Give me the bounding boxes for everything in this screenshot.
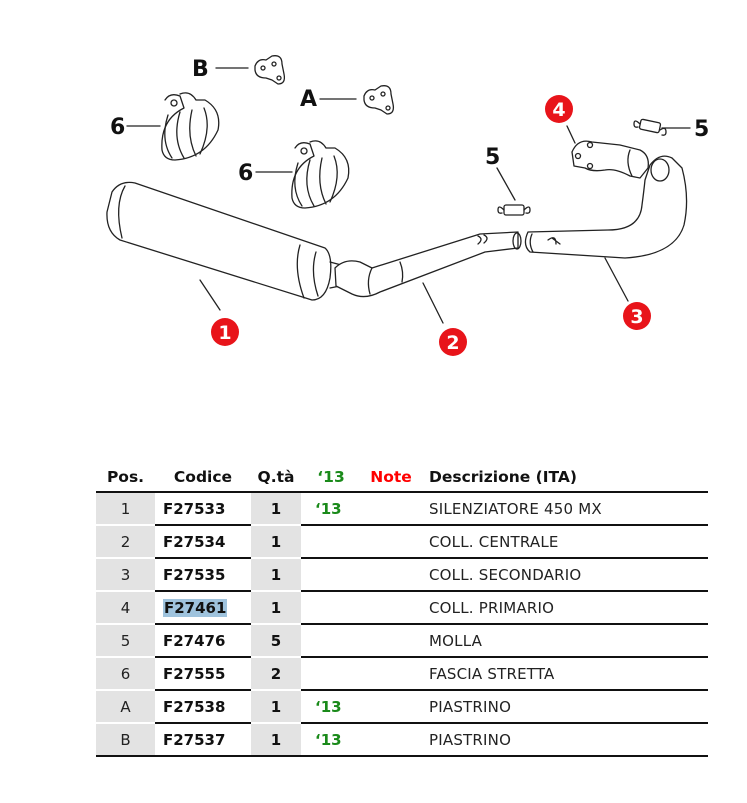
- table-row: 6 F27555 2 FASCIA STRETTA: [96, 657, 708, 691]
- svg-text:1: 1: [218, 322, 231, 344]
- leader-line-5-center: [496, 167, 516, 201]
- primary-pipe-drawing: [571, 140, 649, 179]
- secondary-pipe-drawing: [524, 155, 688, 259]
- leader-line-1: [199, 279, 221, 311]
- central-pipe-drawing: [334, 231, 522, 298]
- table-row: 3 F27535 1 COLL. SECONDARIO: [96, 558, 708, 592]
- cell-qty: 2: [251, 657, 301, 691]
- cell-year: ‘13: [301, 690, 361, 724]
- cell-pos: A: [96, 690, 155, 724]
- table-row: 2 F27534 1 COLL. CENTRALE: [96, 525, 708, 559]
- header-qty: Q.tà: [251, 462, 301, 493]
- cell-pos: 6: [96, 657, 155, 691]
- exhaust-exploded-diagram: B A 6 6 5 5 4 1 2 3: [106, 55, 709, 356]
- callout-1: 1: [211, 318, 239, 346]
- callout-a: A: [300, 87, 317, 112]
- cell-note: [361, 525, 421, 559]
- cell-year: [301, 624, 361, 658]
- clamp-drawing-middle: [291, 140, 350, 209]
- cell-code[interactable]: F27535: [155, 558, 251, 592]
- cell-code[interactable]: F27538: [155, 690, 251, 724]
- cell-year: [301, 657, 361, 691]
- cell-pos: 5: [96, 624, 155, 658]
- leader-line-2: [422, 282, 444, 324]
- cell-qty: 1: [251, 558, 301, 592]
- callout-6-middle: 6: [238, 161, 253, 186]
- header-code: Codice: [155, 462, 251, 493]
- table-row: 1 F27533 1 ‘13 SILENZIATORE 450 MX: [96, 492, 708, 526]
- callout-2: 2: [439, 328, 467, 356]
- cell-code[interactable]: F27476: [155, 624, 251, 658]
- cell-code[interactable]: F27534: [155, 525, 251, 559]
- cell-description: PIASTRINO: [421, 723, 708, 757]
- cell-pos: 1: [96, 492, 155, 526]
- cell-code[interactable]: F27533: [155, 492, 251, 526]
- cell-pos: 4: [96, 591, 155, 625]
- cell-pos: 2: [96, 525, 155, 559]
- header-year: ‘13: [301, 462, 361, 493]
- callout-5-center: 5: [485, 145, 500, 170]
- cell-year: [301, 525, 361, 559]
- cell-qty: 1: [251, 591, 301, 625]
- table-row: A F27538 1 ‘13 PIASTRINO: [96, 690, 708, 724]
- cell-description: COLL. CENTRALE: [421, 525, 708, 559]
- svg-text:3: 3: [630, 306, 643, 328]
- cell-qty: 1: [251, 690, 301, 724]
- callout-6-top: 6: [110, 115, 125, 140]
- cell-note: [361, 657, 421, 691]
- cell-note: [361, 591, 421, 625]
- cell-qty: 1: [251, 492, 301, 526]
- cell-description: PIASTRINO: [421, 690, 708, 724]
- cell-qty: 1: [251, 525, 301, 559]
- table-row-selected: 4 F27461 1 COLL. PRIMARIO: [96, 591, 708, 625]
- cell-note: [361, 723, 421, 757]
- cell-year: [301, 591, 361, 625]
- spring-drawing-right: [633, 118, 667, 136]
- plate-b-drawing: [254, 55, 286, 85]
- table-row: B F27537 1 ‘13 PIASTRINO: [96, 723, 708, 757]
- table-row: 5 F27476 5 MOLLA: [96, 624, 708, 658]
- cell-pos: B: [96, 723, 155, 757]
- cell-description: COLL. SECONDARIO: [421, 558, 708, 592]
- spring-drawing-center: [497, 204, 531, 216]
- header-description: Descrizione (ITA): [421, 462, 708, 493]
- selected-code-highlight[interactable]: F27461: [163, 598, 228, 617]
- cell-qty: 5: [251, 624, 301, 658]
- cell-description: SILENZIATORE 450 MX: [421, 492, 708, 526]
- cell-pos: 3: [96, 558, 155, 592]
- cell-description: MOLLA: [421, 624, 708, 658]
- svg-text:4: 4: [552, 99, 565, 121]
- cell-code[interactable]: F27555: [155, 657, 251, 691]
- leader-line-3: [604, 257, 629, 302]
- leader-line-4: [566, 125, 576, 144]
- header-pos: Pos.: [96, 462, 155, 493]
- cell-note: [361, 624, 421, 658]
- cell-note: [361, 690, 421, 724]
- callout-4: 4: [545, 95, 573, 123]
- plate-a-drawing: [363, 85, 395, 115]
- cell-year: ‘13: [301, 492, 361, 526]
- cell-description: COLL. PRIMARIO: [421, 591, 708, 625]
- cell-qty: 1: [251, 723, 301, 757]
- cell-code[interactable]: F27461: [155, 591, 251, 625]
- callout-5-right: 5: [694, 117, 709, 142]
- table-header-row: Pos. Codice Q.tà ‘13 Note Descrizione (I…: [96, 462, 708, 493]
- cell-year: [301, 558, 361, 592]
- cell-note: [361, 558, 421, 592]
- callout-b: B: [192, 57, 209, 82]
- callout-3: 3: [623, 302, 651, 330]
- parts-table: Pos. Codice Q.tà ‘13 Note Descrizione (I…: [96, 462, 708, 757]
- cell-note: [361, 492, 421, 526]
- cell-year: ‘13: [301, 723, 361, 757]
- header-note: Note: [361, 462, 421, 493]
- clamp-drawing-top: [161, 92, 220, 161]
- cell-description: FASCIA STRETTA: [421, 657, 708, 691]
- svg-text:2: 2: [446, 332, 459, 354]
- cell-code[interactable]: F27537: [155, 723, 251, 757]
